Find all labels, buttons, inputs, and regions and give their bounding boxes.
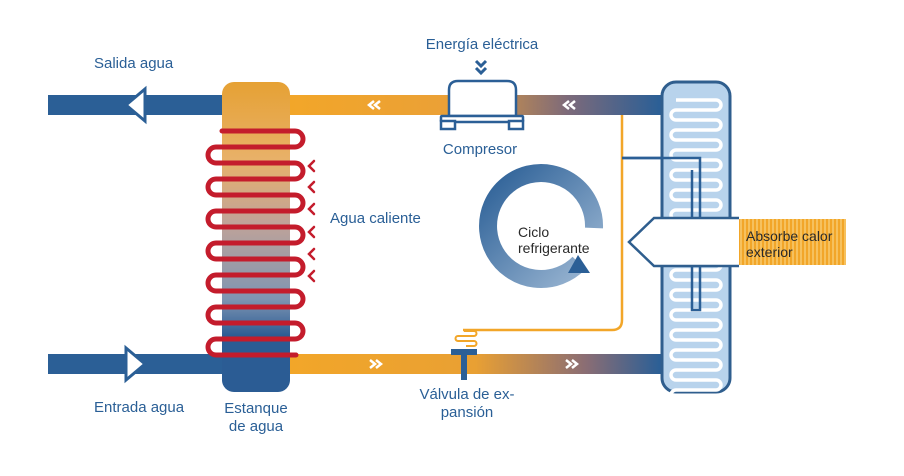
- chevron-double-left-icon: [366, 100, 381, 110]
- chevron-left-icon: [307, 202, 316, 216]
- tank-label-line2: de agua: [228, 418, 284, 435]
- outlet-water-label: Salida agua: [94, 55, 174, 72]
- chevron-left-icon: [307, 225, 316, 239]
- electric-energy-label: Energía eléctrica: [425, 36, 539, 53]
- ambient-heat-arrow: [627, 216, 846, 268]
- valve-label-line2: pansión: [440, 404, 494, 421]
- chevron-left-icon: [307, 159, 316, 173]
- chevron-left-icon: [307, 180, 316, 194]
- ambient-heat-label-line1: Absorbe calor: [746, 228, 833, 244]
- chevron-left-icon: [307, 247, 316, 261]
- cycle-label-line1: Ciclo: [518, 224, 550, 240]
- refrigerant-line: [463, 115, 624, 332]
- chevron-double-left-icon: [561, 100, 576, 110]
- arrow-left-icon: [123, 85, 147, 125]
- heat-chevrons: [307, 159, 316, 283]
- cycle-label-line2: refrigerante: [518, 240, 590, 256]
- chevron-left-icon: [307, 269, 316, 283]
- hot-water-label: Agua caliente: [330, 210, 421, 227]
- heating-coil: [205, 128, 306, 358]
- inlet-water-label: Entrada agua: [94, 399, 185, 416]
- chevron-double-down-icon: [474, 59, 488, 76]
- chevron-double-right-icon: [369, 359, 384, 369]
- refrigerant-cycle-ring: [479, 164, 604, 289]
- ambient-heat-label-line2: exterior: [746, 244, 793, 260]
- arrow-right-icon: [124, 344, 148, 384]
- tank-label-line1: Estanque: [224, 400, 288, 417]
- expansion-valve: [451, 349, 477, 380]
- cold-refrigerant-pipe: [290, 354, 662, 374]
- cycle-arrow-head: [568, 255, 590, 273]
- valve-label-line1: Válvula de ex-: [419, 386, 515, 403]
- valve-coil: [454, 330, 478, 347]
- water-tank: [222, 82, 290, 392]
- compressor: [439, 79, 525, 131]
- chevron-double-right-icon: [565, 359, 580, 369]
- compressor-label: Compresor: [442, 141, 518, 158]
